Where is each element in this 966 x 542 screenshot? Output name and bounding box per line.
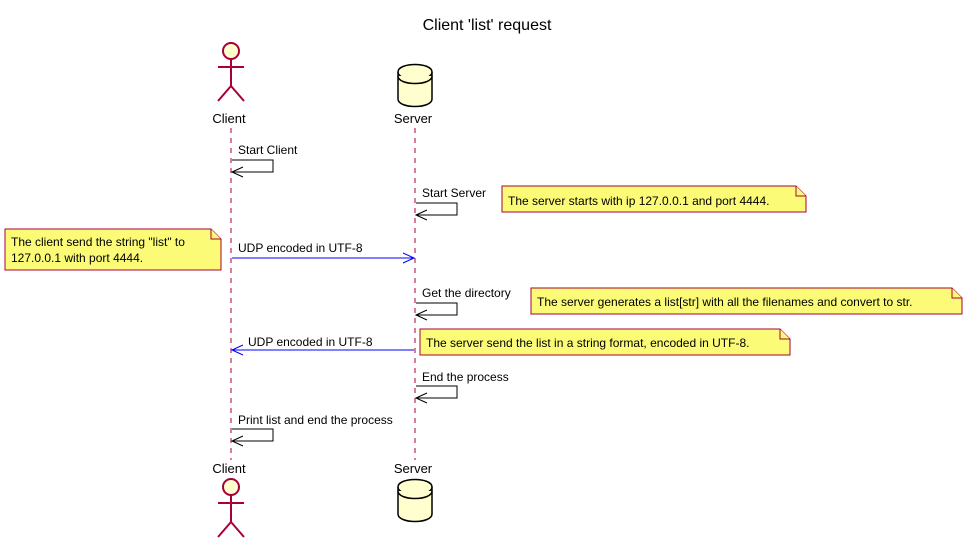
note-server-send: The server send the list in a string for… [419, 328, 791, 356]
server-label-top: Server [394, 111, 433, 126]
note-server-start-line1: The server starts with ip 127.0.0.1 and … [508, 194, 769, 208]
client-label-top: Client [212, 111, 246, 126]
note-server-start: The server starts with ip 127.0.0.1 and … [501, 185, 807, 213]
diagram-title: Client 'list' request [423, 17, 552, 34]
message-end-server-label: End the process [422, 370, 509, 384]
message-print-list-label: Print list and end the process [238, 413, 393, 427]
message-get-directory: Get the directory [414, 286, 511, 321]
message-start-server: Start Server [414, 186, 486, 221]
note-server-generate-line1: The server generates a list[str] with al… [537, 295, 913, 309]
client-actor-bottom-icon [217, 478, 245, 538]
note-client-send: The client send the string "list" to 127… [4, 228, 222, 271]
client-actor-top-icon [217, 42, 245, 102]
message-start-client: Start Client [230, 143, 298, 178]
message-print-list: Print list and end the process [230, 413, 393, 447]
server-database-bottom-icon [397, 478, 433, 523]
message-udp-response-label: UDP encoded in UTF-8 [248, 335, 373, 349]
server-database-top-icon [397, 63, 433, 108]
message-udp-response: UDP encoded in UTF-8 [230, 335, 414, 356]
note-server-send-line1: The server send the list in a string for… [426, 336, 749, 350]
note-client-send-line1: The client send the string "list" to [11, 235, 185, 249]
message-get-directory-label: Get the directory [422, 286, 511, 300]
message-udp-request-label: UDP encoded in UTF-8 [238, 241, 363, 255]
message-start-client-label: Start Client [238, 143, 298, 157]
note-server-generate: The server generates a list[str] with al… [530, 287, 963, 315]
note-client-send-line2: 127.0.0.1 with port 4444. [11, 251, 143, 265]
message-start-server-label: Start Server [422, 186, 486, 200]
server-label-bottom: Server [394, 461, 433, 476]
message-end-server: End the process [414, 370, 509, 404]
client-label-bottom: Client [212, 461, 246, 476]
message-udp-request: UDP encoded in UTF-8 [232, 241, 416, 264]
